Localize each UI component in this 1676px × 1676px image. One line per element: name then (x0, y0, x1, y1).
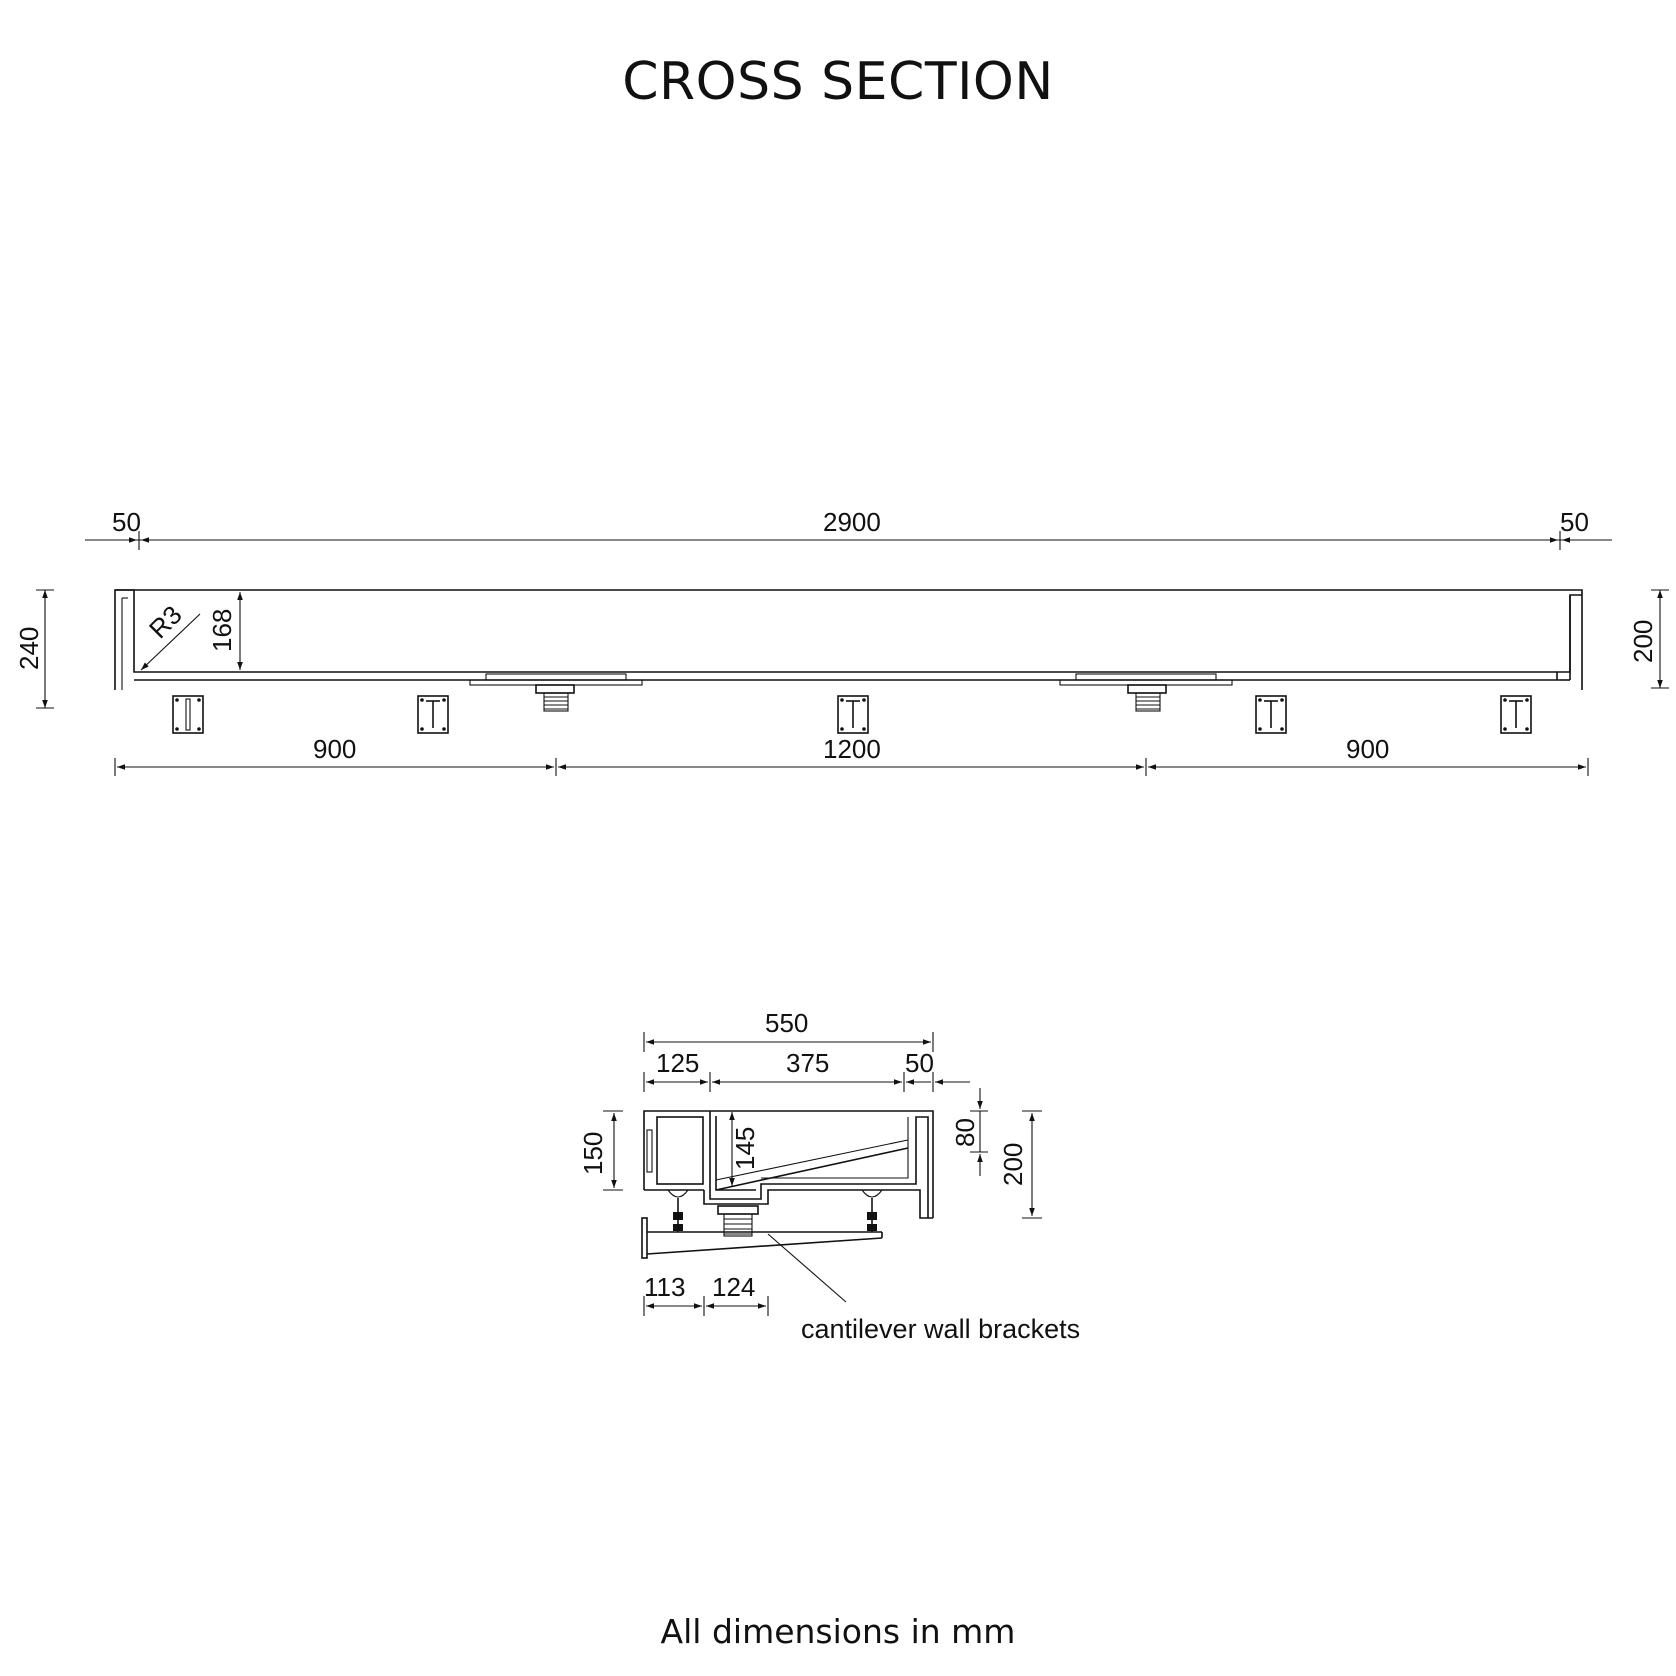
overall-width-dimension: 550 (643, 1008, 934, 1052)
bracket-offset-dimensions: 113 124 (643, 1272, 769, 1316)
segment-dimensions: 125 375 50 (643, 1048, 970, 1092)
dim-375: 375 (786, 1048, 829, 1078)
height-200: 200 (1628, 620, 1658, 663)
dim-900-left: 900 (313, 734, 356, 764)
bracket-5 (1500, 695, 1532, 734)
bracket-2 (417, 695, 449, 734)
dim-900-right: 900 (1346, 734, 1389, 764)
height-150: 150 (578, 1132, 608, 1175)
depth-145: 145 (730, 1127, 760, 1170)
right-height-dimension: 200 (1628, 589, 1669, 689)
dim-50: 50 (905, 1048, 934, 1078)
dim-2900: 2900 (823, 507, 881, 537)
units-note: All dimensions in mm (660, 1612, 1016, 1651)
bottom-dimension: 900 1200 900 (114, 734, 1589, 776)
drawing-title: CROSS SECTION (622, 52, 1054, 112)
leveling-foot-left (667, 1189, 689, 1232)
height-80: 80 (950, 1118, 980, 1147)
dim-1200: 1200 (823, 734, 881, 764)
trough-outline: R3 168 (114, 589, 1583, 690)
side-view: 550 125 375 50 (578, 1008, 1080, 1344)
dim-125: 125 (656, 1048, 699, 1078)
drain-right (1059, 673, 1233, 712)
bracket-4 (1255, 695, 1287, 734)
radius-label: R3 (143, 600, 188, 645)
back-height-dimension: 200 (998, 1110, 1042, 1219)
front-height-dimension: 150 (578, 1110, 623, 1191)
height-240: 240 (14, 627, 44, 670)
top-dimension: 50 2900 50 (85, 507, 1612, 550)
dim-113: 113 (644, 1272, 685, 1302)
rim-height-dimension: 80 (950, 1088, 988, 1176)
front-view: 50 2900 50 R3 168 (14, 507, 1669, 776)
cantilever-bracket (641, 1217, 883, 1303)
waste-fitting (717, 1205, 759, 1237)
basin-profile: 145 (643, 1110, 934, 1219)
leveling-foot-right (861, 1189, 883, 1232)
drain-left (469, 673, 643, 712)
bracket-3 (837, 695, 869, 734)
bracket-label: cantilever wall brackets (801, 1314, 1080, 1344)
dim-550: 550 (765, 1008, 808, 1038)
dim-right-50: 50 (1560, 507, 1589, 537)
depth-168: 168 (207, 609, 237, 652)
height-200-side: 200 (998, 1143, 1028, 1186)
dim-124: 124 (712, 1272, 755, 1302)
left-height-dimension: 240 (14, 589, 54, 709)
bracket-1 (172, 695, 204, 734)
dim-left-50: 50 (112, 507, 141, 537)
